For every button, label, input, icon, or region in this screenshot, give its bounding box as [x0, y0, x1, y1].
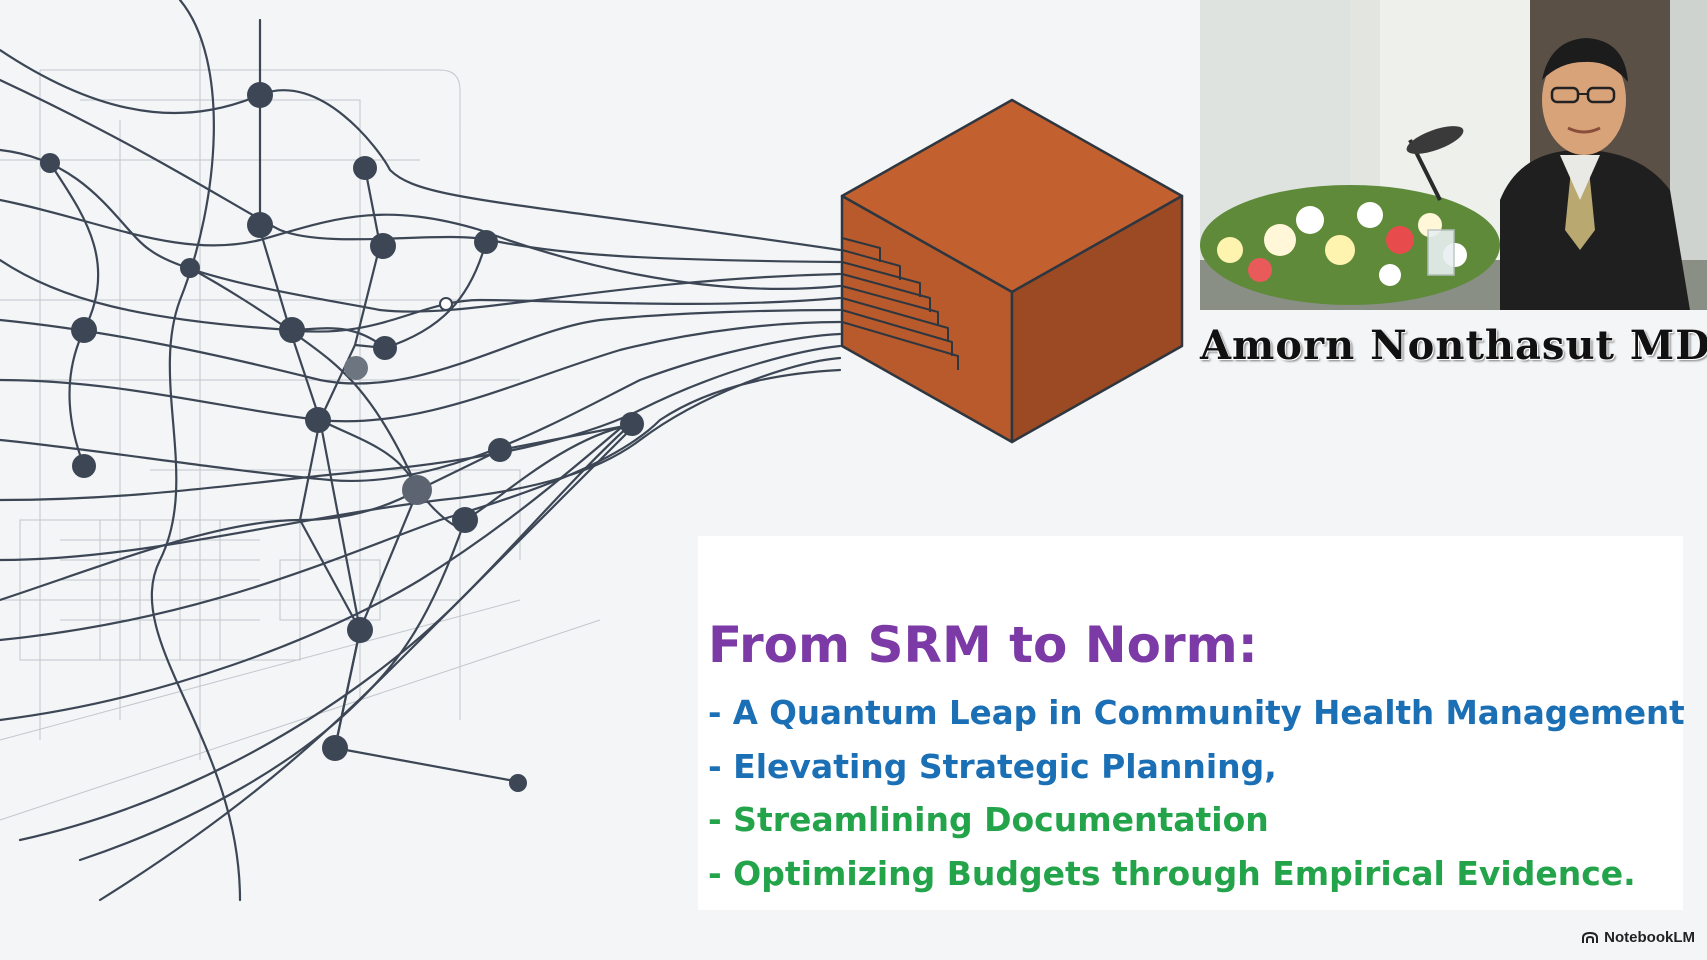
speaker-photo — [1200, 0, 1707, 310]
network-node — [322, 735, 348, 761]
brand-watermark: NotebookLM — [1582, 929, 1695, 946]
notebooklm-logo-icon — [1582, 931, 1599, 943]
cube-input-slots — [841, 237, 959, 370]
network-node — [180, 258, 200, 278]
network-node — [620, 412, 644, 436]
microphone — [1406, 126, 1464, 201]
sketch-background-lines — [0, 40, 601, 821]
flower-arrangement — [1200, 185, 1500, 305]
presentation-title: From SRM to Norm: — [708, 616, 1258, 674]
network-nodes — [40, 82, 644, 792]
speaker-figure — [1500, 38, 1690, 310]
network-node — [347, 617, 373, 643]
network-node — [40, 153, 60, 173]
network-node — [353, 156, 377, 180]
network-node — [72, 454, 96, 478]
speaker-name: Amorn Nonthasut MD. — [1200, 322, 1707, 369]
bullet-item: - Streamlining Documentation — [708, 800, 1269, 839]
cube-right — [1010, 194, 1184, 444]
wire-bundle — [0, 0, 842, 902]
network-node — [305, 407, 331, 433]
network-node — [247, 212, 273, 238]
processing-cube — [840, 98, 1184, 444]
network-node — [279, 317, 305, 343]
network-node — [509, 774, 527, 792]
water-glass — [1427, 229, 1455, 276]
network-node — [373, 336, 397, 360]
network-node — [402, 475, 432, 505]
network-node-hollow — [439, 297, 453, 311]
title-card: From SRM to Norm: - A Quantum Leap in Co… — [698, 536, 1685, 910]
network-node — [452, 507, 478, 533]
bullet-item: - A Quantum Leap in Community Health Man… — [708, 694, 1685, 732]
network-node — [344, 356, 368, 380]
network-node — [370, 233, 396, 259]
network-node — [474, 230, 498, 254]
brand-label: NotebookLM — [1604, 929, 1695, 946]
network-node — [488, 438, 512, 462]
bullet-item: - Elevating Strategic Planning, — [708, 747, 1277, 786]
network-node — [247, 82, 273, 108]
network-node — [71, 317, 97, 343]
bullet-item: - Optimizing Budgets through Empirical E… — [708, 854, 1636, 893]
